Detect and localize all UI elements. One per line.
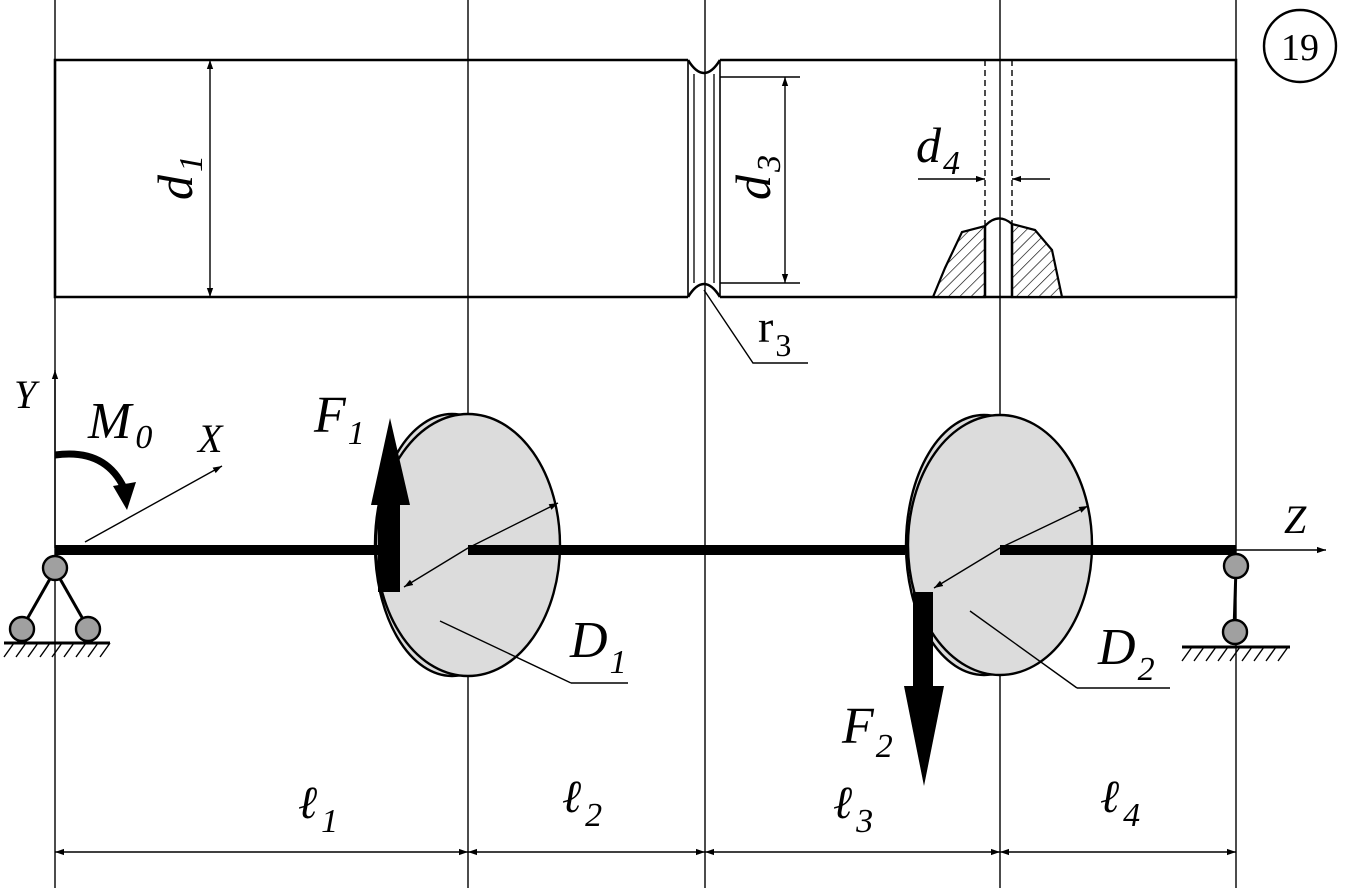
d3-label: d [725, 174, 781, 200]
f2-subscript: 2 [876, 728, 893, 765]
m0-label: M [87, 393, 134, 450]
svg-text:F1: F1 [313, 387, 365, 452]
dimension-d3: d3 [720, 76, 800, 284]
dimension-d1: d1 [147, 60, 214, 297]
svg-text:d4: d4 [916, 117, 960, 182]
f1-label: F [313, 387, 347, 444]
r3-subscript: 3 [775, 327, 791, 363]
svg-text:D1: D1 [569, 612, 627, 681]
svg-text:d1: d1 [147, 155, 210, 200]
disk-d2-subscript: 2 [1138, 651, 1155, 688]
force-f2-arrow: F2 [841, 592, 944, 786]
svg-text:d3: d3 [725, 155, 788, 200]
disk-d2-label: D [1097, 619, 1136, 676]
d4-label: d [916, 117, 942, 173]
d4-subscript: 4 [943, 145, 960, 182]
left-pin-support [3, 554, 111, 658]
hole-d4-section: d4 [916, 60, 1064, 299]
coordinate-axes: Y X Z [14, 370, 1326, 554]
d3-subscript: 3 [751, 155, 788, 173]
svg-text:r3: r3 [758, 301, 791, 363]
shaft-outline [53, 58, 1238, 299]
svg-text:D2: D2 [1097, 619, 1155, 688]
force-f1-arrow: F1 [313, 387, 410, 592]
f2-label: F [841, 698, 875, 755]
problem-number-badge: 19 [1262, 8, 1338, 84]
right-roller-support [1181, 552, 1290, 662]
svg-text:M0: M0 [87, 393, 152, 456]
r3-label: r [758, 301, 773, 352]
disk-d1-subscript: 1 [610, 644, 627, 681]
z-axis-label: Z [1284, 497, 1307, 542]
fillet-r3-leader: r3 [703, 289, 808, 364]
d1-label: d [147, 174, 203, 200]
disk-d1-label: D [569, 612, 608, 669]
badge-number: 19 [1281, 27, 1319, 69]
x-axis-label: X [196, 416, 224, 461]
y-axis-label: Y [14, 372, 40, 417]
d1-subscript: 1 [173, 155, 210, 172]
f1-subscript: 1 [348, 415, 365, 452]
svg-text:F2: F2 [841, 698, 893, 765]
m0-subscript: 0 [135, 419, 152, 456]
